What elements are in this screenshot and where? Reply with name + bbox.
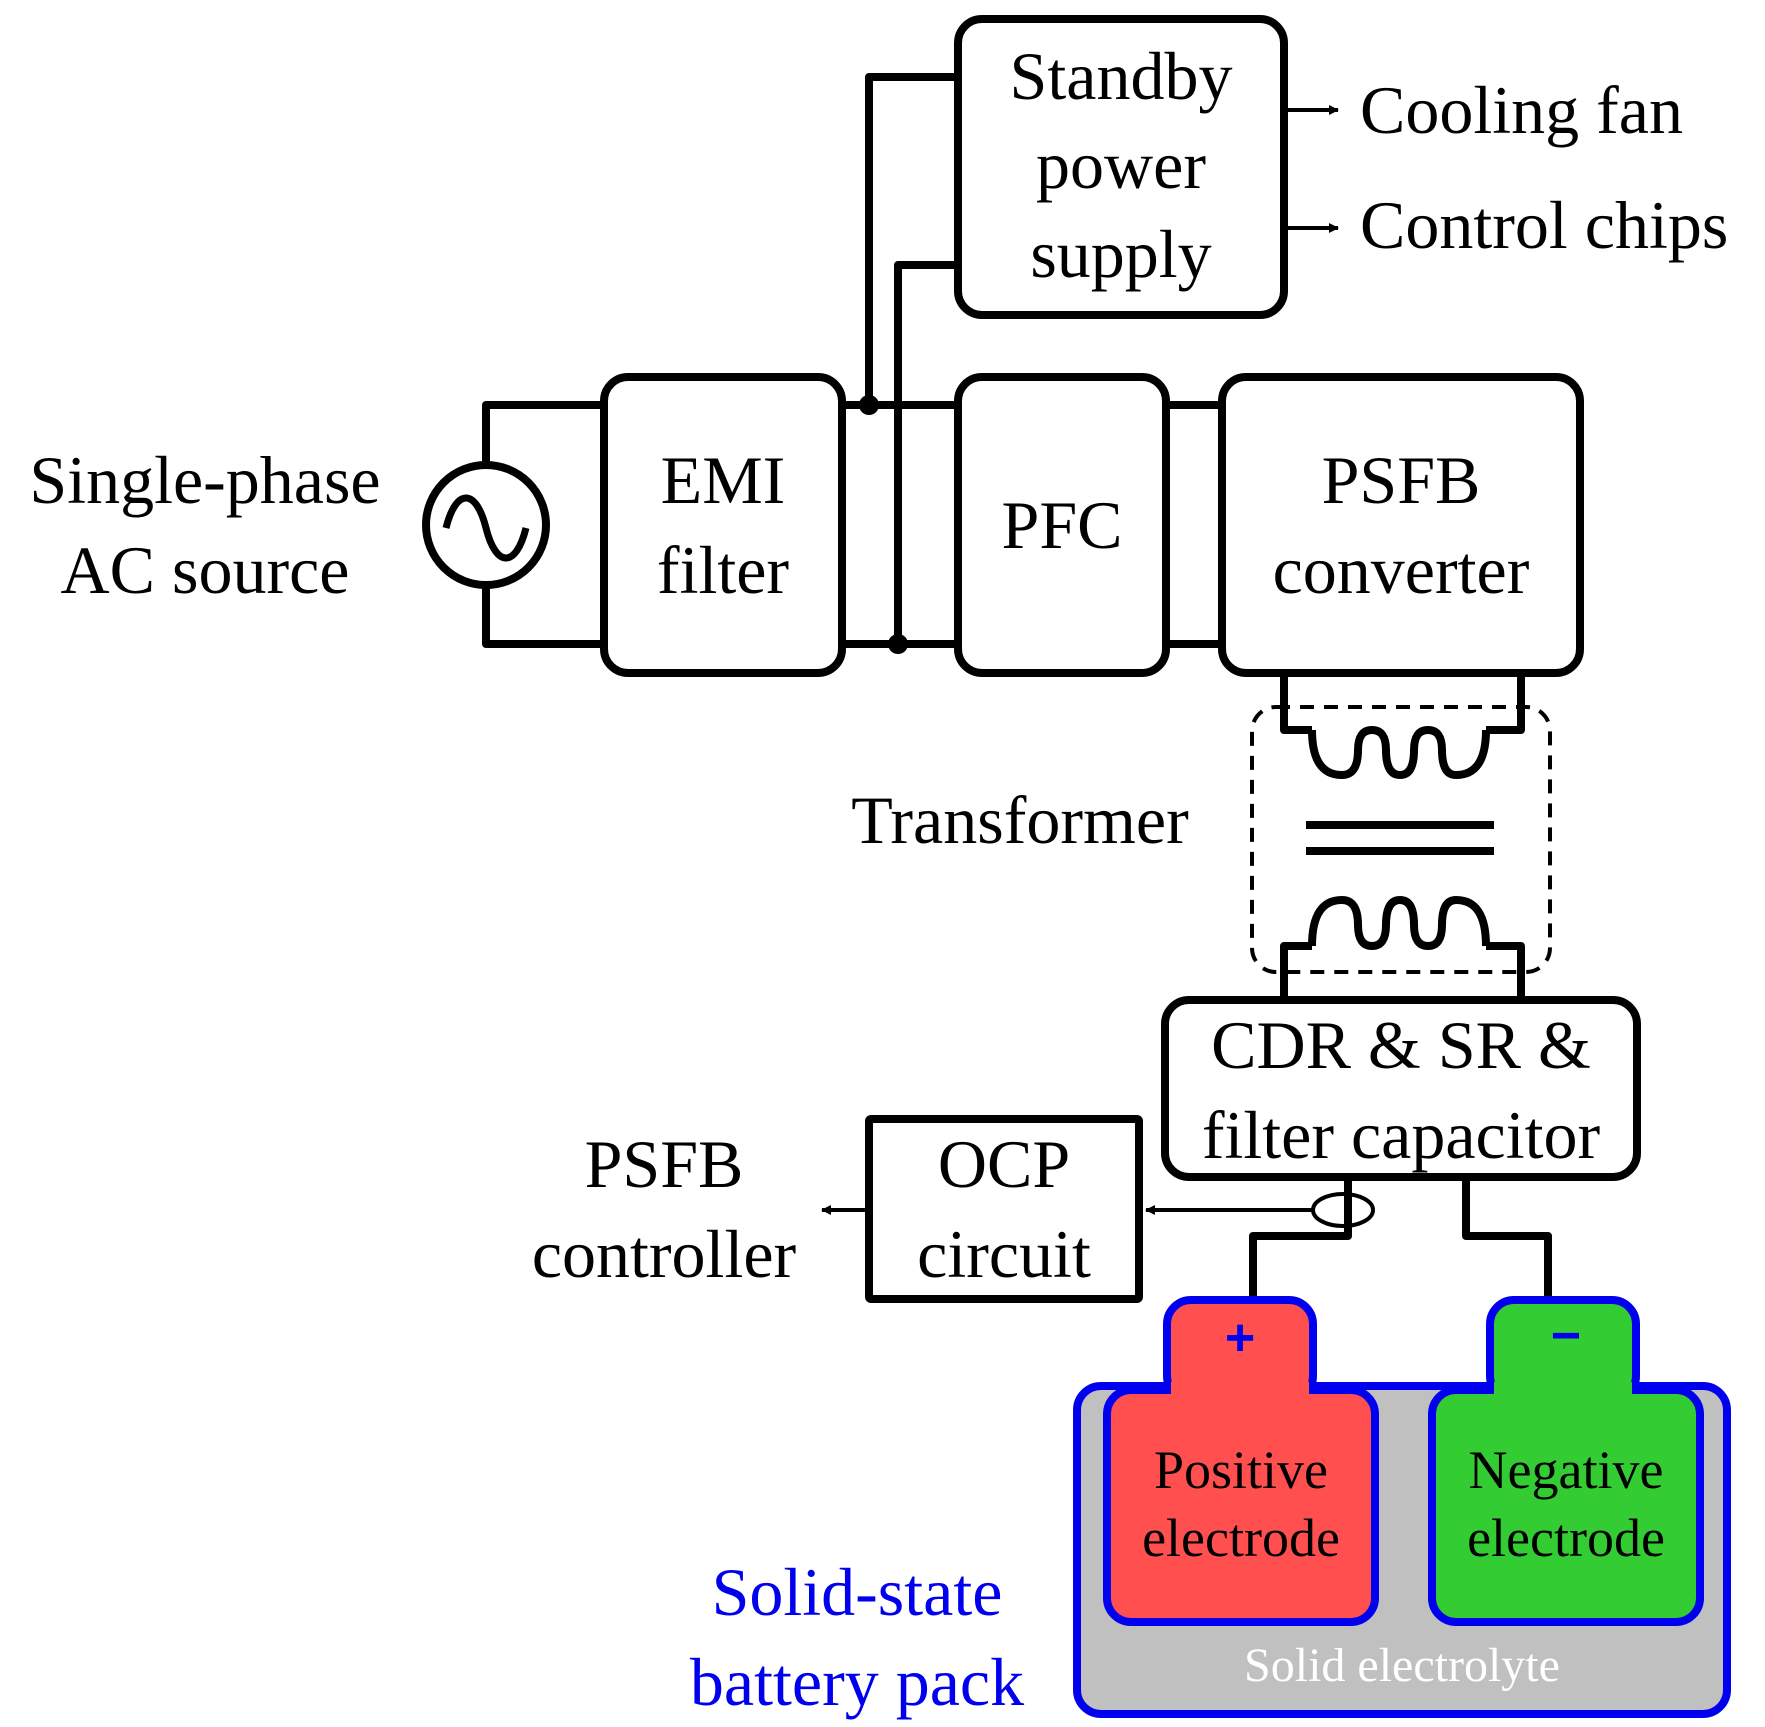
cdr-label-line2: filter capacitor bbox=[1202, 1097, 1601, 1173]
ac-source-label-line1: Single-phase bbox=[29, 442, 380, 518]
standby-power-supply-box bbox=[954, 15, 1288, 319]
transformer-primary-winding-icon bbox=[1308, 725, 1490, 780]
positive-electrode-label-line2: electrode bbox=[1142, 1508, 1340, 1568]
psfb-converter-box bbox=[1218, 373, 1584, 677]
controller-label-line2: controller bbox=[532, 1216, 797, 1292]
positive-electrode-label-line1: Positive bbox=[1154, 1440, 1328, 1500]
pfc-box bbox=[954, 373, 1170, 677]
transformer-label: Transformer bbox=[851, 782, 1189, 858]
current-sensor-icon bbox=[1311, 1192, 1375, 1228]
ocp-label-line1: OCP bbox=[938, 1126, 1070, 1202]
emi-filter-box bbox=[600, 373, 846, 677]
emi-filter-label-line1: EMI bbox=[661, 442, 786, 518]
cooling-fan-label: Cooling fan bbox=[1360, 72, 1683, 148]
psfb-converter-label-line2: converter bbox=[1273, 532, 1530, 608]
sine-wave-source-icon bbox=[422, 461, 550, 589]
plus-sign-icon: + bbox=[1225, 1309, 1255, 1367]
ac-source-label-line2: AC source bbox=[61, 532, 350, 608]
junction-dot-bottom bbox=[888, 634, 908, 654]
negative-electrode-label-line2: electrode bbox=[1467, 1508, 1665, 1568]
emi-filter-label-line2: filter bbox=[657, 532, 790, 608]
psfb-converter-label-line1: PSFB bbox=[1322, 442, 1481, 518]
pfc-label: PFC bbox=[1002, 487, 1123, 563]
transformer-dashed-outline bbox=[1250, 705, 1552, 974]
transformer-secondary-winding-icon bbox=[1308, 895, 1490, 951]
standby-label-line1: Standby bbox=[1010, 38, 1233, 114]
negative-neck-cover bbox=[1494, 1382, 1632, 1398]
control-chips-label: Control chips bbox=[1360, 187, 1728, 263]
solid-electrolyte-label: Solid electrolyte bbox=[1244, 1639, 1560, 1692]
positive-electrode bbox=[1103, 1296, 1379, 1626]
standby-label-line2: power bbox=[1036, 127, 1206, 203]
battery-pack-label-line1: Solid-state bbox=[712, 1554, 1003, 1630]
battery-pack-label-line2: battery pack bbox=[690, 1644, 1024, 1720]
positive-electrode-body bbox=[1103, 1386, 1379, 1626]
negative-electrode-label-line1: Negative bbox=[1469, 1440, 1664, 1500]
negative-electrode bbox=[1428, 1296, 1704, 1626]
ocp-label-line2: circuit bbox=[917, 1216, 1091, 1292]
negative-electrode-body bbox=[1428, 1386, 1704, 1626]
standby-label-line3: supply bbox=[1030, 216, 1211, 292]
positive-neck-cover bbox=[1171, 1382, 1309, 1398]
controller-label-line1: PSFB bbox=[585, 1126, 744, 1202]
cdr-sr-filter-box bbox=[1161, 996, 1641, 1181]
junction-dot-top bbox=[859, 395, 879, 415]
minus-sign-icon: − bbox=[1551, 1307, 1581, 1365]
cdr-label-line1: CDR & SR & bbox=[1211, 1007, 1591, 1083]
wiring bbox=[482, 73, 1552, 1303]
